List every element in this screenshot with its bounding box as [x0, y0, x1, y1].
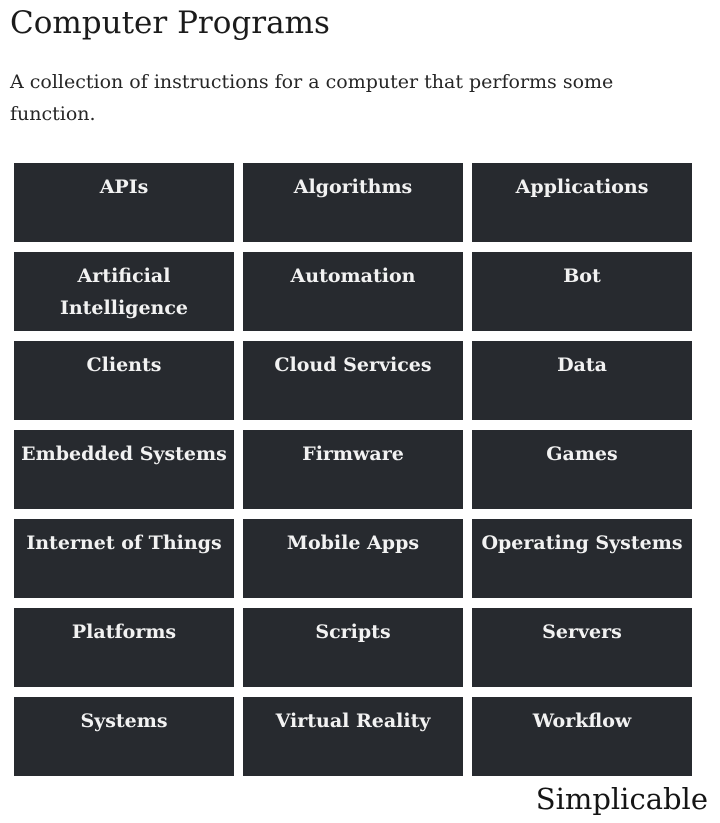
page-description: A collection of instructions for a compu…: [10, 71, 614, 125]
tile-clients[interactable]: Clients: [14, 341, 234, 420]
brand-logo-text: Simplicable: [535, 782, 708, 816]
tile-artificial-intelligence[interactable]: Artificial Intelligence: [14, 252, 234, 331]
tile-algorithms[interactable]: Algorithms: [243, 163, 463, 242]
tile-mobile-apps[interactable]: Mobile Apps: [243, 519, 463, 598]
tile-applications[interactable]: Applications: [472, 163, 692, 242]
tile-workflow[interactable]: Workflow: [472, 697, 692, 776]
tile-operating-systems[interactable]: Operating Systems: [472, 519, 692, 598]
tile-games[interactable]: Games: [472, 430, 692, 509]
tile-bot[interactable]: Bot: [472, 252, 692, 331]
tile-embedded-systems[interactable]: Embedded Systems: [14, 430, 234, 509]
tile-systems[interactable]: Systems: [14, 697, 234, 776]
tile-servers[interactable]: Servers: [472, 608, 692, 687]
tile-platforms[interactable]: Platforms: [14, 608, 234, 687]
page-title: Computer Programs: [10, 5, 330, 41]
tile-cloud-services[interactable]: Cloud Services: [243, 341, 463, 420]
tile-firmware[interactable]: Firmware: [243, 430, 463, 509]
tile-virtual-reality[interactable]: Virtual Reality: [243, 697, 463, 776]
tile-scripts[interactable]: Scripts: [243, 608, 463, 687]
tile-automation[interactable]: Automation: [243, 252, 463, 331]
tile-internet-of-things[interactable]: Internet of Things: [14, 519, 234, 598]
topic-grid: APIs Algorithms Applications Artificial …: [14, 163, 692, 776]
tile-data[interactable]: Data: [472, 341, 692, 420]
tile-apis[interactable]: APIs: [14, 163, 234, 242]
